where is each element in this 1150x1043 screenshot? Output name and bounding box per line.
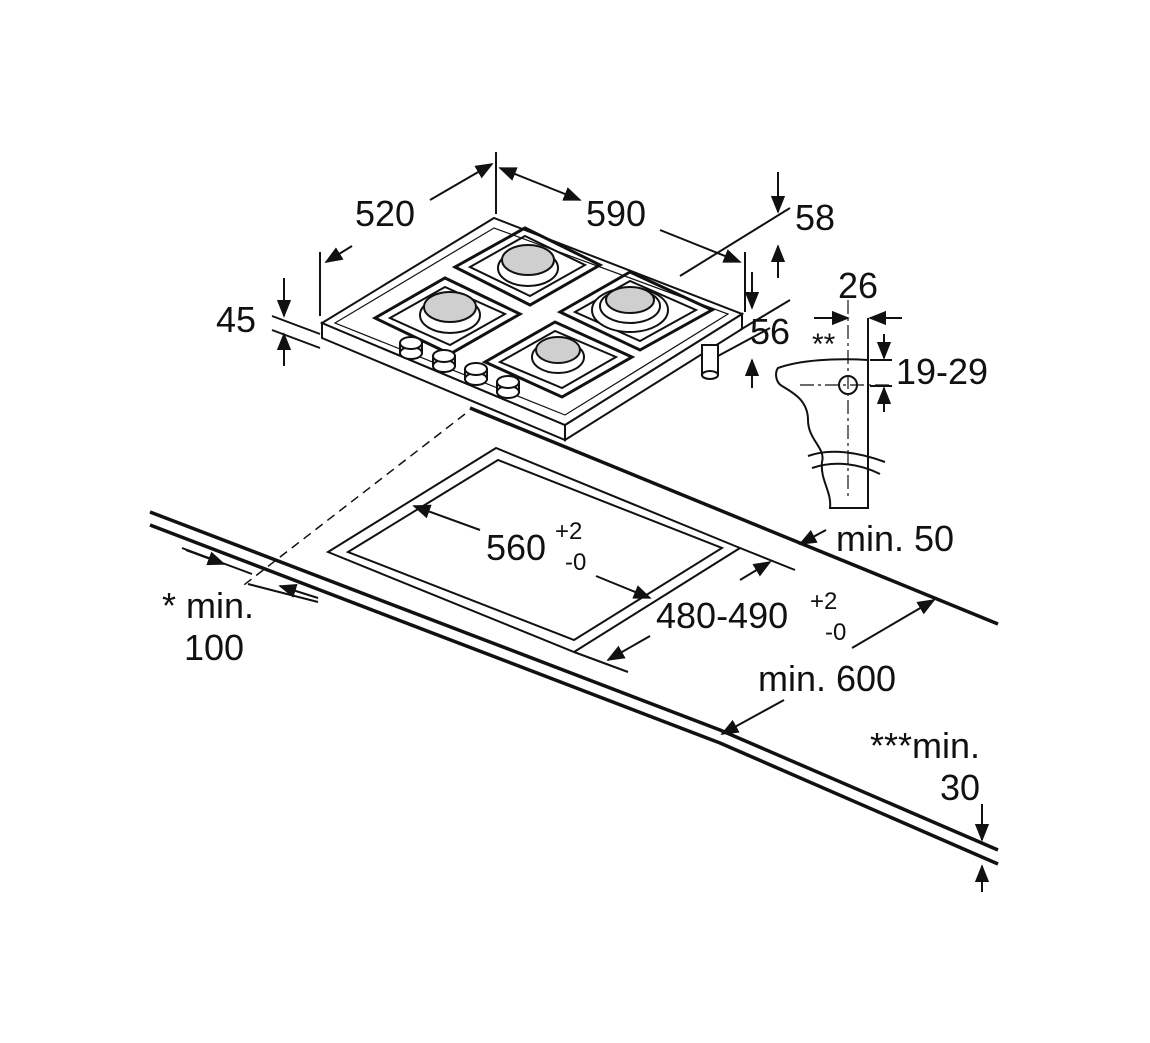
burner-back-left [497,244,559,287]
dim-26-label: 26 [838,265,878,306]
dim-56-label: 56 [750,311,790,352]
projection-line [239,413,466,589]
dim-side-clearance-label-1: * min. [162,585,254,626]
burner-front-left [419,291,481,334]
dim-560-label: 560 +2 -0 [486,518,586,576]
dim-worktop-thickness-label-2: 30 [940,767,980,808]
pan-support-back-left [451,226,604,307]
knob-1 [399,336,423,360]
dim-590-label: 590 [586,193,646,234]
dim-45-label: 45 [216,299,256,340]
knob-4 [496,375,520,399]
burner-back-right-wok [591,286,669,333]
svg-text:+2: +2 [810,588,837,615]
dim-min-50-label: min. 50 [836,518,954,559]
burner-front-right [531,336,585,374]
gas-hob [319,216,745,442]
dim-520-label: 520 [355,193,415,234]
svg-text:-0: -0 [825,619,846,646]
dim-19-29-label: 19-29 [896,351,988,392]
dim-worktop-thickness-label-1: ***min. [870,725,980,766]
svg-text:480-490: 480-490 [656,595,788,636]
svg-text:-0: -0 [565,549,586,576]
pan-support-front-right [481,320,636,399]
fixing-clip-detail [775,300,892,509]
knob-3 [464,362,488,386]
clip-note-label: ** [812,328,836,361]
control-knobs [399,336,520,399]
gas-connector [701,344,719,380]
svg-text:560: 560 [486,527,546,568]
dim-lines [181,152,990,892]
svg-text:+2: +2 [555,518,582,545]
dim-side-clearance-label-2: 100 [184,627,244,668]
dim-480-490-label: 480-490 +2 -0 [656,588,846,646]
pan-support-front-left [371,276,524,356]
dim-min-600-label: min. 600 [758,658,896,699]
knob-2 [432,349,456,373]
dim-58-label: 58 [795,197,835,238]
worktop [149,406,999,866]
